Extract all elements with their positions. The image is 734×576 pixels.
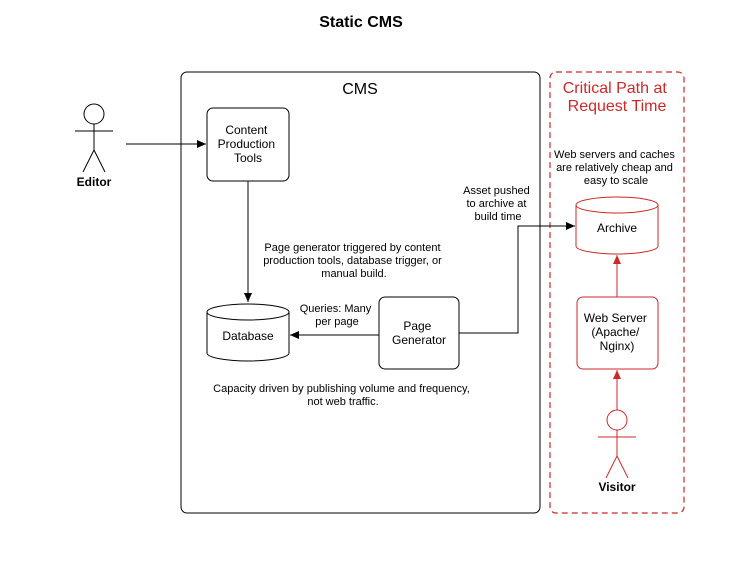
critical-path-note: Web servers and caches are relatively ch… — [554, 149, 678, 187]
capacity-note: Capacity driven by publishing volume and… — [213, 383, 473, 408]
cms-label: CMS — [342, 81, 378, 98]
archive-cylinder — [575, 196, 659, 255]
visitor-label: Visitor — [598, 480, 635, 494]
trigger-note: Page generator triggered by content prod… — [263, 242, 445, 280]
asset-note: Asset pushed to archive at build time — [463, 185, 533, 223]
database-cylinder — [206, 303, 290, 362]
cms-container — [180, 71, 541, 514]
editor-label: Editor — [77, 175, 112, 189]
diagram-title: Static CMS — [319, 14, 403, 31]
page-generator-label: Page Generator — [392, 319, 446, 347]
critical-path-container — [549, 71, 685, 514]
archive-label: Archive — [597, 221, 637, 235]
content-tools-label: Content Production Tools — [218, 123, 279, 165]
queries-note: Queries: Many per page — [300, 303, 375, 328]
editor-stick-figure-icon — [75, 103, 113, 173]
web-server-label: Web Server (Apache/ Nginx) — [584, 311, 650, 353]
critical-path-label: Critical Path at Request Time — [563, 80, 672, 115]
generator-to-archive-arrow — [459, 222, 575, 334]
visitor-stick-figure-icon — [598, 409, 636, 479]
database-label: Database — [222, 329, 274, 343]
